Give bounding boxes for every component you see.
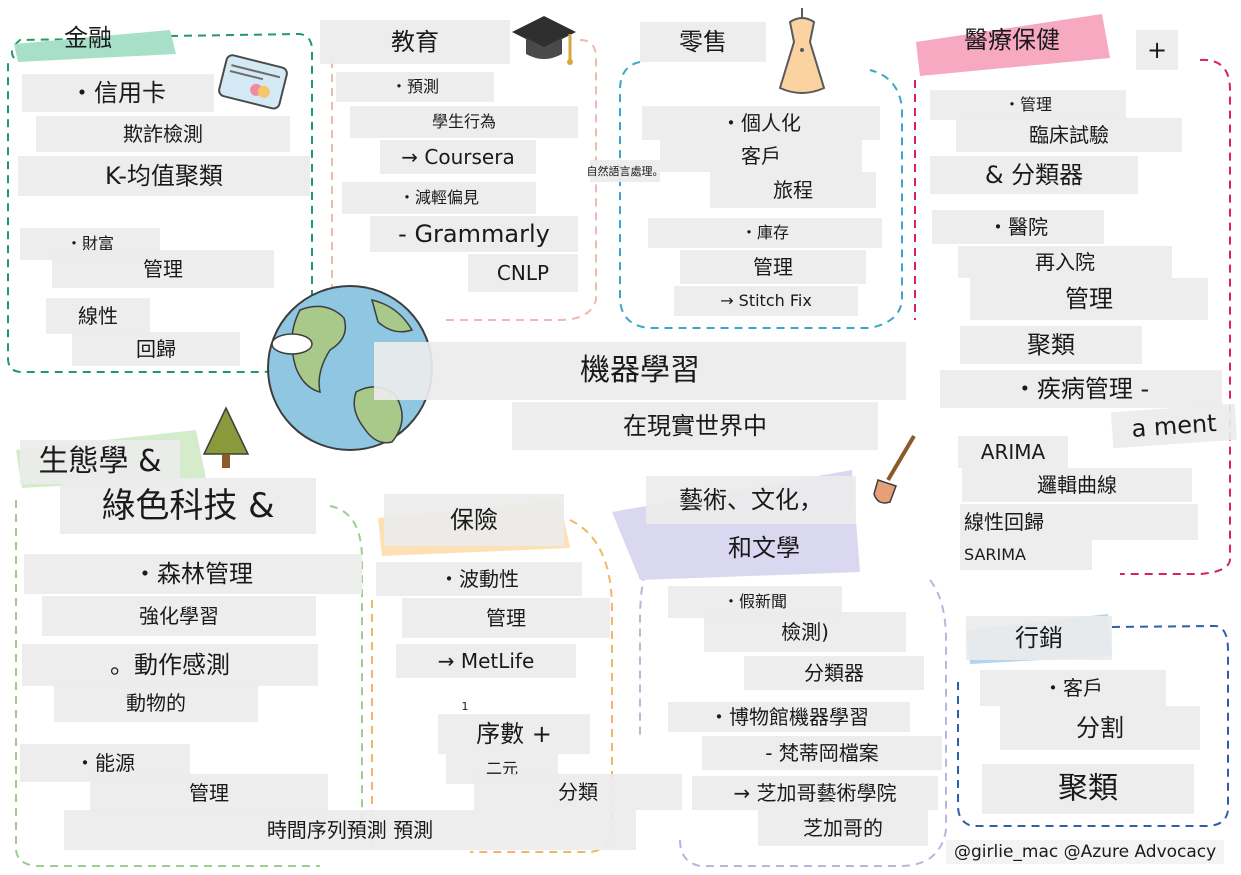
tree-icon [202, 406, 250, 468]
healthcare-item-management: ・管理 [930, 90, 1126, 120]
healthcare-item-readmission: 再入院 [958, 246, 1172, 278]
retail-item-journey: 旅程 [710, 172, 876, 208]
retail-item-stitch-fix: → Stitch Fix [674, 286, 858, 316]
retail-note-nlp: 自然語言處理。 [587, 160, 664, 182]
ecology-border [15, 500, 363, 867]
healthcare-item-clustering: 聚類 [960, 326, 1142, 364]
marketing-item-customer: ・客戶 [980, 670, 1166, 706]
arts-header-1: 藝術、文化， [646, 476, 856, 524]
ecology-item-animals: 動物的 [54, 684, 258, 722]
insurance-header: 保險 [384, 494, 564, 546]
finance-item-kmeans: K-均值聚類 [18, 156, 310, 196]
page-subtitle: 在現實世界中 [512, 402, 878, 450]
finance-header-swash [14, 30, 176, 62]
finance-item-credit-card: ・信用卡 [22, 74, 214, 112]
arts-item-classifier: 分類器 [744, 656, 924, 690]
ecology-header-2: 綠色科技 & [60, 478, 316, 534]
retail-item-customer: 客戶 [660, 140, 862, 172]
education-item-grammarly: - Grammarly [370, 216, 578, 252]
healthcare-border [914, 58, 1231, 575]
healthcare-item-classifier: & 分類器 [930, 156, 1138, 194]
ecology-item-time-series: 時間序列預測 預測 [64, 810, 636, 850]
healthcare-item-hospital: ・醫院 [932, 210, 1104, 244]
arts-item-vatican: - 梵蒂岡檔案 [702, 736, 942, 770]
ecology-item-forest-management: ・森林管理 [24, 554, 362, 594]
insurance-item-volatility: ・波動性 [376, 562, 582, 596]
finance-item-regression: 回歸 [72, 332, 240, 366]
insurance-border [371, 519, 613, 853]
arts-item-chicago: 芝加哥的 [758, 810, 928, 846]
education-border [331, 39, 597, 321]
healthcare-plus: + [1136, 30, 1178, 70]
finance-item-management: 管理 [52, 250, 274, 288]
author-credit: @girlie_mac @Azure Advocacy [946, 840, 1225, 864]
marketing-border [957, 624, 1229, 827]
education-header: 教育 [320, 20, 510, 64]
insurance-item-management: 管理 [402, 598, 610, 638]
retail-item-inventory-management: 管理 [680, 250, 866, 284]
education-item-cnlp: CNLP [468, 254, 578, 292]
education-item-bias: ・減輕偏見 [342, 182, 536, 214]
finance-header: 金融 [64, 24, 112, 52]
marketing-item-segmentation: 分割 [1000, 706, 1200, 750]
arts-item-art-institute: → 芝加哥藝術學院 [692, 776, 938, 810]
page-title: 機器學習 [374, 342, 906, 400]
healthcare-item-clinical-trials: 臨床試驗 [956, 118, 1182, 152]
credit-card-icon [218, 54, 288, 110]
marketing-header: 行銷 [966, 616, 1112, 660]
healthcare-item-readmission-management: 管理 [970, 278, 1208, 320]
retail-header: 零售 [640, 22, 766, 62]
retail-border [619, 61, 903, 329]
healthcare-header-swash [916, 14, 1110, 76]
arts-item-museum-ml: ・博物館機器學習 [668, 702, 910, 732]
graduation-cap-icon [512, 16, 576, 65]
paintbrush-icon [873, 434, 916, 504]
ecology-header-1: 生態學 & [20, 440, 180, 484]
insurance-item-classification: 分類 [474, 774, 682, 810]
retail-item-personalization: ・個人化 [642, 106, 880, 140]
healthcare-item-arima: ARIMA [958, 436, 1068, 468]
healthcare-item-disease-management: ・疾病管理 - [940, 370, 1222, 408]
finance-item-fraud-detection: 欺詐檢測 [36, 116, 290, 152]
healthcare-header: 醫療保健 [964, 26, 1060, 54]
arts-item-detection: 檢測) [704, 612, 906, 652]
ecology-item-energy-management: 管理 [90, 774, 328, 812]
insurance-item-metlife: → MetLife [396, 644, 576, 678]
education-item-prediction: ・預測 [336, 72, 494, 102]
insurance-item-ordinal: 序數 + [438, 714, 590, 754]
retail-item-inventory: ・庫存 [648, 218, 882, 248]
arts-header-2: 和文學 [728, 534, 800, 562]
healthcare-item-sarima: SARIMA [960, 540, 1092, 570]
ecology-item-reinforcement-learning: 強化學習 [42, 596, 316, 636]
healthcare-item-linear-regression: 線性回歸 [960, 504, 1198, 540]
healthcare-item-logistic-curve: 邏輯曲線 [962, 468, 1192, 502]
education-item-student-behavior: 學生行為 [350, 106, 578, 138]
insurance-item-one: 1 [461, 699, 469, 713]
education-item-coursera: → Coursera [380, 140, 536, 174]
dress-icon [778, 8, 826, 94]
ecology-item-motion-sensing: 。動作感測 [22, 644, 318, 686]
finance-item-linear: 線性 [46, 298, 150, 334]
marketing-item-clustering: 聚類 [982, 764, 1194, 814]
